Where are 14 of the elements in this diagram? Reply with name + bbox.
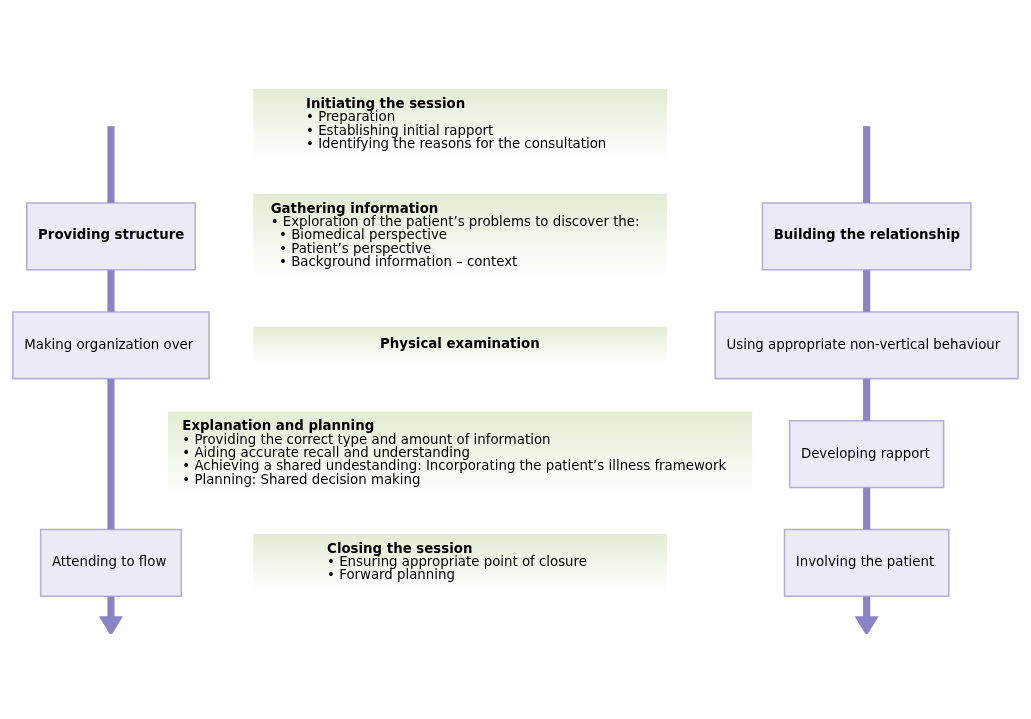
connector xyxy=(863,270,871,312)
connector xyxy=(107,379,115,530)
connector xyxy=(863,487,871,530)
node-box: Attending to flow xyxy=(39,528,183,598)
node-box: Developing rapport xyxy=(788,419,945,489)
arrow xyxy=(854,596,879,634)
node-box: Using appropriate non-vertical behaviour xyxy=(714,311,1019,380)
node-box: Providing structure xyxy=(26,202,196,271)
connector xyxy=(107,270,115,312)
node-box: Building the relationship xyxy=(761,202,972,271)
node-box: Making organization over xyxy=(12,311,210,380)
connector xyxy=(863,378,871,421)
node-box: Involving the patient xyxy=(783,528,950,598)
arrow xyxy=(98,596,124,634)
